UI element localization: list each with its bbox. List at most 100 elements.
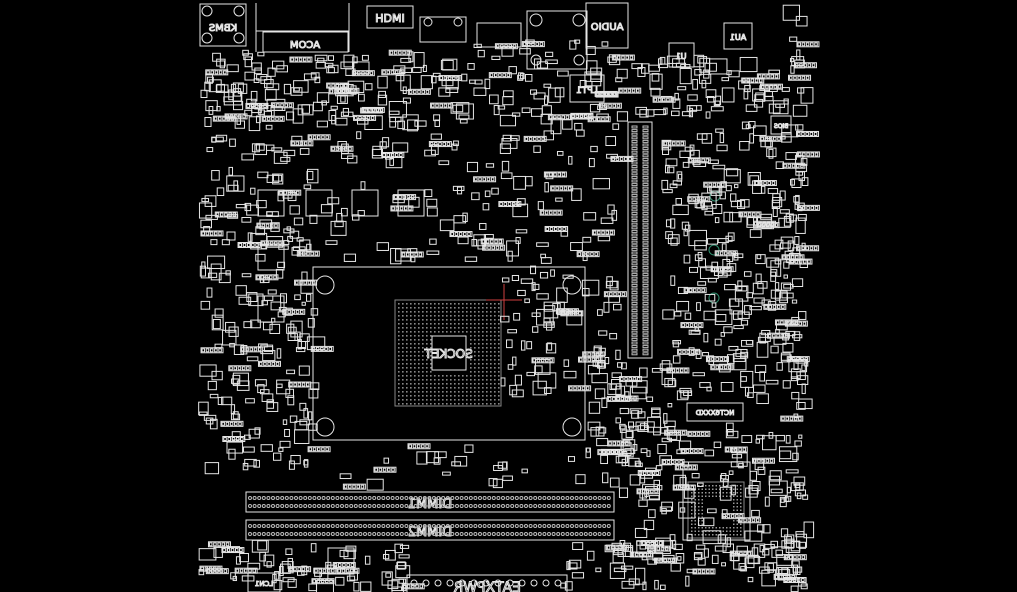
smd-component: [601, 41, 609, 47]
pch-chip[interactable]: [682, 461, 751, 541]
smd-component: [325, 561, 332, 569]
pad: [773, 84, 778, 89]
smd-component: [788, 253, 801, 262]
dimm-pin: [450, 532, 455, 536]
smd-component: [430, 144, 439, 155]
vga-connector[interactable]: [419, 16, 522, 48]
smd-component: [343, 549, 356, 560]
dimm-pin: [542, 504, 547, 508]
pcie-pin: [631, 341, 638, 345]
pad: [789, 416, 794, 421]
pad: [557, 115, 561, 120]
bga-ball: [494, 335, 496, 337]
pad: [314, 251, 319, 256]
smd-component: [299, 419, 310, 426]
bga-ball: [414, 303, 416, 305]
dimm-slot-1[interactable]: DIMM1: [245, 491, 615, 513]
bga-ball: [454, 319, 456, 321]
lpt-chip[interactable]: LPT1: [569, 74, 605, 103]
pad: [312, 579, 316, 584]
pad: [758, 221, 762, 226]
smd-component: [584, 80, 593, 88]
pad: [331, 568, 335, 573]
bga-ball: [474, 339, 476, 341]
smd-component: [755, 438, 760, 444]
dimm-pin: [533, 524, 538, 528]
u4-chip[interactable]: AU1: [723, 22, 753, 50]
bga-ball: [402, 307, 404, 309]
smd-component: [492, 478, 503, 489]
pad: [642, 470, 647, 475]
bga-ball: [442, 315, 444, 317]
dimm-pin: [340, 504, 344, 508]
pad: [252, 568, 256, 573]
pad: [767, 181, 771, 186]
pad: [743, 212, 748, 217]
bga-ball: [434, 375, 436, 377]
smd-component: [674, 92, 679, 101]
dimm-pin: [478, 532, 482, 536]
pcie-pin: [642, 208, 649, 212]
hdmi-connector[interactable]: HDMI: [366, 5, 414, 29]
smd-component: [625, 379, 638, 387]
smd-component: [721, 77, 730, 82]
lcn-chip[interactable]: LCN1: [247, 572, 281, 592]
pad: [443, 103, 448, 108]
dimm-pin: [537, 524, 542, 528]
bga-ball: [402, 375, 404, 377]
bga-ball: [494, 395, 496, 397]
bga-ball: [438, 375, 440, 377]
bga-ball: [474, 367, 476, 369]
resistor-array: [307, 134, 331, 141]
pad: [232, 212, 237, 217]
pad: [425, 444, 429, 449]
bga-ball: [446, 403, 448, 405]
bga-ball: [398, 355, 400, 357]
smd-component: [601, 397, 608, 408]
smd-component: [270, 301, 282, 311]
bga-ball: [490, 359, 492, 361]
dimm-slot-2[interactable]: DIMM2: [245, 519, 615, 541]
bga-ball: [410, 387, 412, 389]
resistor-array: [619, 376, 643, 383]
pad: [774, 223, 778, 228]
pad: [777, 84, 782, 89]
smd-component: [659, 56, 666, 65]
bga-ball: [466, 379, 468, 381]
pad: [310, 251, 314, 256]
resistor-array: [310, 345, 334, 352]
smd-component: [434, 451, 447, 459]
pad: [275, 116, 279, 121]
smd-component: [675, 62, 687, 68]
bga-ball: [454, 375, 456, 377]
usb-lan-connector[interactable]: ACOM: [255, 3, 350, 53]
super-io-chip[interactable]: NCT6XXXD: [686, 402, 744, 422]
bga-ball: [490, 335, 492, 337]
smd-component: [206, 147, 214, 153]
smd-component: [259, 274, 265, 284]
dimm-pin: [386, 496, 390, 500]
smd-component: [221, 396, 233, 406]
cpu-socket[interactable]: SOCKET: [312, 266, 586, 441]
smd-component: [525, 176, 533, 187]
audio-connector[interactable]: AUDIO: [585, 2, 629, 49]
pad: [706, 569, 710, 574]
resistor-array: [674, 464, 698, 471]
smd-component: [653, 479, 661, 490]
dimm-pin: [593, 504, 597, 508]
pcie-pin: [631, 132, 638, 136]
pcie-pin: [631, 226, 638, 230]
smd-component: [725, 185, 732, 192]
bga-ball: [698, 530, 700, 532]
pcie-pin: [631, 186, 638, 190]
pad: [382, 70, 386, 75]
pad: [612, 441, 617, 446]
kbms-connector[interactable]: KBMS: [199, 3, 247, 47]
ic-package: [391, 578, 405, 592]
pad: [393, 50, 398, 55]
pcie-slot[interactable]: [627, 121, 653, 359]
smd-component: [563, 370, 577, 379]
pad: [766, 74, 770, 79]
pad: [801, 131, 805, 136]
